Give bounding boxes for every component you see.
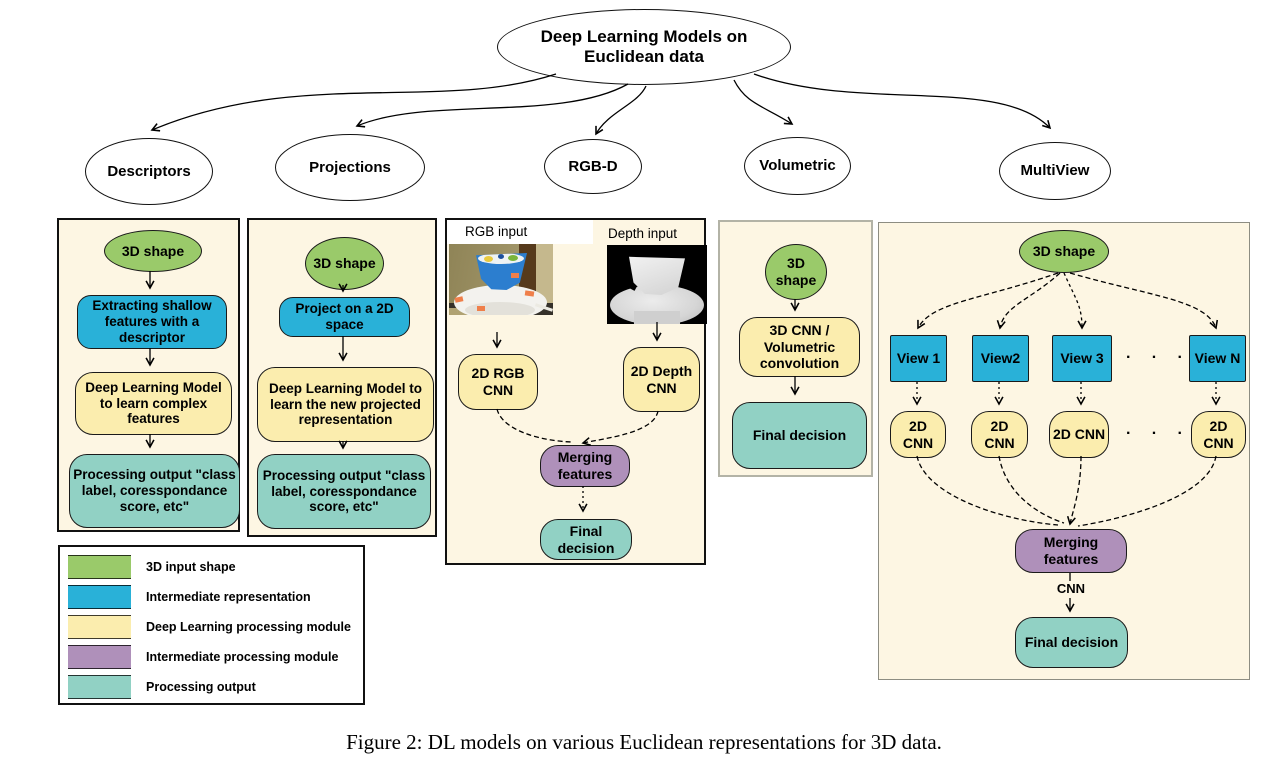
multiview-merging-node: Merging features bbox=[1015, 529, 1127, 573]
legend-label: 3D input shape bbox=[146, 559, 236, 574]
figure-caption: Figure 2: DL models on various Euclidean… bbox=[346, 730, 942, 754]
projections-dl-node: Deep Learning Model to learn the new pro… bbox=[257, 367, 434, 442]
rgbd-final-node: Final decision bbox=[540, 519, 632, 560]
cnns-ellipsis: · · · bbox=[1126, 425, 1191, 442]
depth-input-label: Depth input bbox=[608, 226, 678, 241]
view-3-node: View 3 bbox=[1052, 335, 1112, 382]
rgbd-merging-node: Merging features bbox=[540, 445, 630, 487]
view-n-node: View N bbox=[1189, 335, 1246, 382]
projections-output-node: Processing output "class label, coresspo… bbox=[257, 454, 431, 529]
cnn-edge-label: CNN bbox=[1056, 581, 1086, 596]
branch-volumetric-label: Volumetric bbox=[759, 157, 836, 174]
legend-swatch-teal bbox=[68, 674, 131, 699]
legend-swatch-purple bbox=[68, 644, 131, 669]
marker-sticker bbox=[511, 273, 519, 278]
root-node: Deep Learning Models on Euclidean data bbox=[497, 9, 791, 85]
descriptors-intermediate-node: Extracting shallow features with a descr… bbox=[77, 295, 227, 349]
legend-swatch-green bbox=[68, 554, 131, 579]
descriptors-output-node: Processing output "class label, coresspo… bbox=[69, 454, 240, 528]
projections-3d-shape-node: 3D shape bbox=[305, 237, 384, 290]
multiview-3d-shape-node: 3D shape bbox=[1019, 230, 1109, 273]
branch-projections-label: Projections bbox=[309, 158, 391, 176]
paint-spot bbox=[498, 254, 504, 259]
rgb-input-label: RGB input bbox=[465, 224, 528, 239]
legend-row: Intermediate representation bbox=[68, 584, 311, 609]
legend-swatch-blue bbox=[68, 584, 131, 609]
projections-panel: 3D shape Project on a 2D space Deep Lear… bbox=[247, 218, 437, 537]
branch-volumetric: Volumetric bbox=[744, 137, 851, 195]
legend-row: Intermediate processing module bbox=[68, 644, 339, 669]
volumetric-3d-shape-node: 3D shape bbox=[765, 244, 827, 300]
legend-row: Processing output bbox=[68, 674, 256, 699]
legend-label: Intermediate processing module bbox=[146, 649, 339, 664]
marker-sticker bbox=[524, 290, 535, 297]
rgb-input-image bbox=[449, 244, 553, 315]
depth-cnn-node: 2D Depth CNN bbox=[623, 347, 700, 412]
bowl-interior bbox=[478, 253, 524, 264]
descriptors-dl-node: Deep Learning Model to learn complex fea… bbox=[75, 372, 232, 435]
branch-projections: Projections bbox=[275, 134, 425, 201]
legend-label: Processing output bbox=[146, 679, 256, 694]
paint-spot bbox=[484, 256, 493, 262]
legend-swatch-yellow bbox=[68, 614, 131, 639]
view-n-cnn-node: 2D CNN bbox=[1191, 411, 1246, 458]
descriptors-panel: 3D shape Extracting shallow features wit… bbox=[57, 218, 240, 532]
turntable-shade bbox=[465, 302, 535, 315]
descriptors-3d-shape-node: 3D shape bbox=[104, 230, 202, 272]
view-1-cnn-node: 2D CNN bbox=[890, 411, 946, 458]
views-ellipsis: · · · bbox=[1126, 349, 1191, 366]
volumetric-panel: 3D shape 3D CNN / Volumetric convolution… bbox=[718, 220, 873, 477]
branch-rgbd: RGB-D bbox=[544, 139, 642, 194]
view-3-cnn-node: 2D CNN bbox=[1049, 411, 1109, 458]
volumetric-dl-node: 3D CNN / Volumetric convolution bbox=[739, 317, 860, 377]
branch-rgbd-label: RGB-D bbox=[568, 157, 618, 175]
view-1-node: View 1 bbox=[890, 335, 947, 382]
depth-input-image bbox=[607, 245, 707, 324]
pedestal bbox=[634, 311, 680, 324]
legend-label: Deep Learning processing module bbox=[146, 619, 351, 634]
rgbd-panel: RGB input Depth input bbox=[445, 218, 707, 565]
root-label: Deep Learning Models on Euclidean data bbox=[540, 26, 748, 66]
multiview-final-node: Final decision bbox=[1015, 617, 1128, 668]
legend-row: 3D input shape bbox=[68, 554, 236, 579]
branch-descriptors: Descriptors bbox=[85, 138, 213, 205]
rgbd-label-strip bbox=[447, 220, 593, 244]
legend-row: Deep Learning processing module bbox=[68, 614, 351, 639]
volumetric-final-node: Final decision bbox=[732, 402, 867, 469]
branch-descriptors-label: Descriptors bbox=[107, 162, 191, 180]
view-2-cnn-node: 2D CNN bbox=[971, 411, 1028, 458]
multiview-panel: 3D shape View 1 View2 View 3 · · · View … bbox=[878, 222, 1250, 680]
paint-spot bbox=[508, 255, 518, 261]
branch-multiview-label: MultiView bbox=[1020, 162, 1090, 179]
legend-label: Intermediate representation bbox=[146, 589, 311, 604]
rgb-cnn-node: 2D RGB CNN bbox=[458, 354, 538, 410]
view-2-node: View2 bbox=[972, 335, 1029, 382]
legend: 3D input shape Intermediate representati… bbox=[58, 545, 365, 705]
branch-multiview: MultiView bbox=[999, 142, 1111, 200]
marker-sticker bbox=[477, 306, 485, 311]
projections-intermediate-node: Project on a 2D space bbox=[279, 297, 410, 337]
background-wall bbox=[536, 244, 553, 304]
